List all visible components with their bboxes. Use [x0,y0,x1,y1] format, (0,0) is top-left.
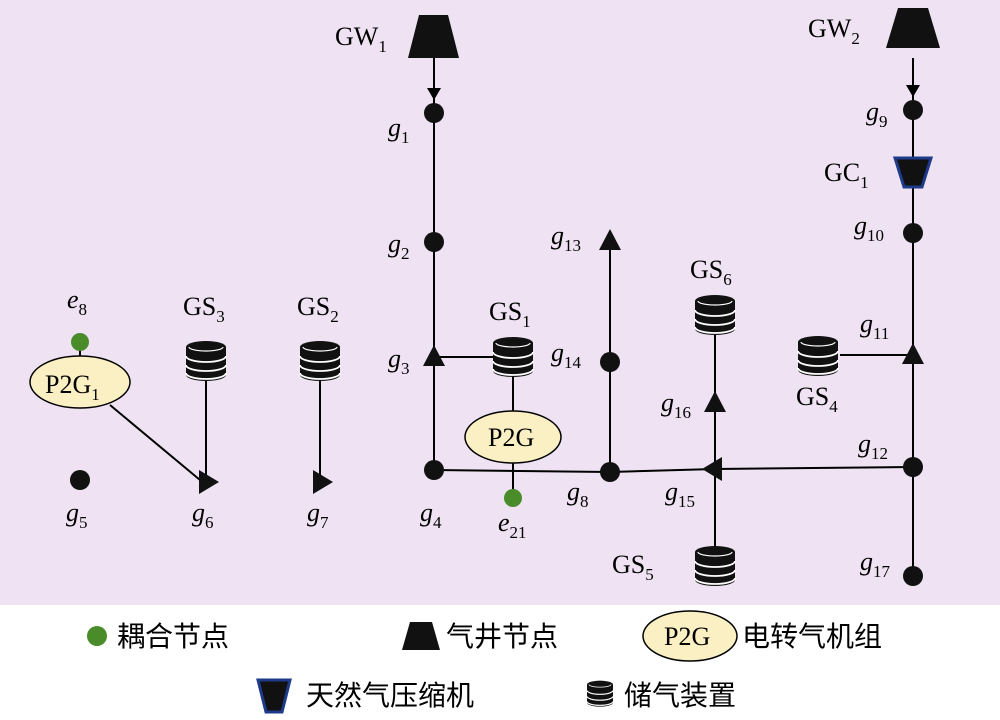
label-g3: g3 [388,344,410,378]
pipe-g15-g12 [714,466,914,470]
legend-storage-symbol [586,680,614,708]
gas-well-gw2 [886,8,940,48]
node-g2 [424,232,444,252]
legend-p2g-symbol [642,610,738,662]
label-p2g1: P2G1 [45,370,100,404]
node-g7 [313,470,333,494]
legend-background [0,605,1000,720]
label-gs6: GS6 [690,255,732,289]
legend-compressor-label: 天然气压缩机 [306,679,474,712]
pipe-g8-g15 [609,468,716,473]
storage-gs2 [299,340,341,382]
label-g8: g8 [567,477,589,511]
legend-p2g-unit-label: 电转气机组 [742,620,882,653]
pipe-g4-g8 [433,469,611,473]
node-g4 [424,460,444,480]
storage-gs3 [185,340,227,382]
flow-arrows [427,85,920,100]
label-gs2: GS2 [297,292,339,326]
label-gw2: GW2 [808,14,860,48]
node-g15 [702,457,722,481]
label-gs3: GS3 [183,292,225,326]
storage-gs4 [797,335,839,377]
label-e8: e8 [67,285,87,319]
node-g1 [424,103,444,123]
label-gs4: GS4 [796,382,838,416]
label-g2: g2 [388,229,410,263]
p2g-unit-p2g [464,410,562,464]
label-gs5: GS5 [612,550,654,584]
label-gc1: GC1 [824,158,869,192]
legend-coupling-node-symbol [87,626,107,646]
node-g6 [199,470,219,494]
label-g14: g14 [551,338,582,372]
legend-gas-well-label: 气井节点 [446,620,558,653]
legend-storage-label: 储气装置 [624,679,736,712]
label-g11: g11 [860,309,889,343]
node-g13 [599,229,621,250]
gas-well-gw1 [408,15,459,58]
node-g12 [903,457,923,477]
label-g10: g10 [854,211,884,245]
node-g3 [423,345,445,366]
node-g10 [903,223,923,243]
label-gs1: GS1 [489,297,531,331]
label-g12: g12 [858,429,888,463]
label-p2g: P2G [488,423,534,452]
label-g9: g9 [866,97,888,131]
node-g9 [903,100,923,120]
node-g8 [600,462,620,482]
legend: 耦合节点 气井节点 P2G 电转气机组 天然气压缩机 储气装置 [87,610,882,714]
node-g17 [903,566,923,586]
label-g7: g7 [307,498,329,532]
node-g5 [70,470,90,490]
legend-coupling-node-label: 耦合节点 [117,620,229,653]
diagram-background [0,0,1000,605]
label-g15: g15 [665,477,695,511]
pipe-p2g1-g6 [109,404,201,481]
storage-gs5 [694,545,736,587]
label-g1: g1 [388,113,410,147]
p2g-unit-p2g1 [29,355,131,409]
label-g13: g13 [551,221,581,255]
label-g16: g16 [661,388,691,422]
node-g14 [600,352,620,372]
flow-arrow-gw1 [427,88,441,100]
storage-gs6 [694,294,736,336]
label-g17: g17 [860,547,891,581]
flow-arrow-gw2 [906,85,920,97]
node-g16 [704,391,726,412]
legend-gas-well-symbol [402,622,440,650]
label-e21: e21 [498,508,527,542]
storage-gs1 [492,336,534,378]
coupling-node-e8 [71,333,89,351]
label-gw1: GW1 [335,22,387,56]
node-g11 [902,343,924,364]
label-g4: g4 [420,498,442,532]
label-g5: g5 [66,498,88,532]
coupling-node-e21 [504,489,522,507]
label-g6: g6 [192,498,214,532]
legend-p2g-symbol-text: P2G [664,622,710,651]
legend-compressor-symbol [256,678,292,714]
compressor-gc1 [892,156,934,189]
